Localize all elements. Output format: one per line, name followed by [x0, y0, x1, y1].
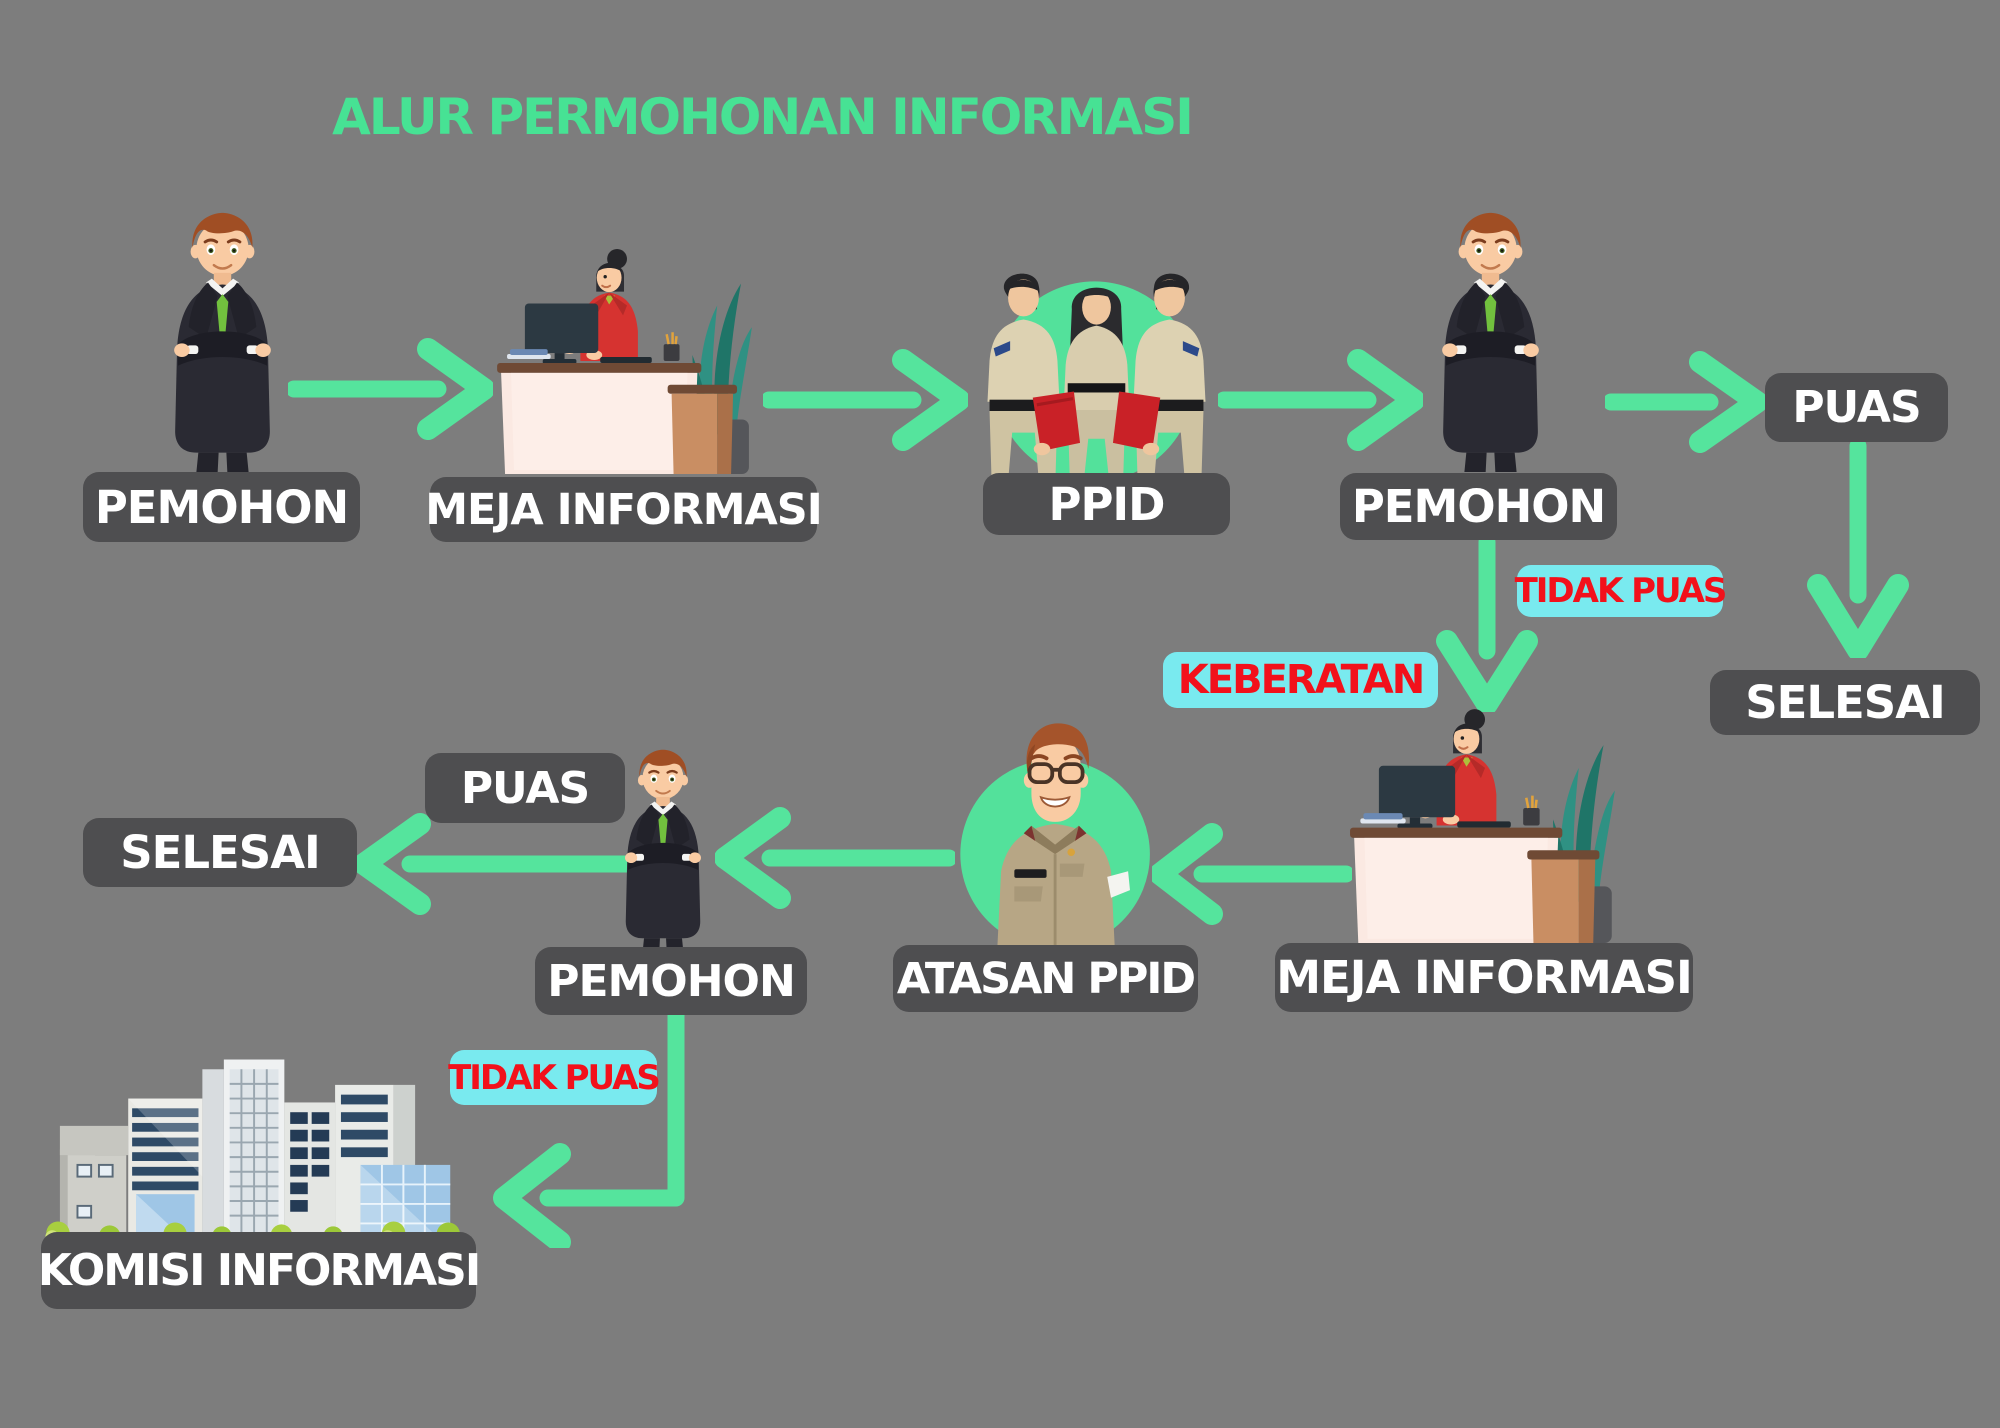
- meja-informasi-1-illustration: [497, 248, 752, 474]
- arrow-pemohon1-to-meja1-icon: [288, 338, 493, 440]
- node-meja-informasi-2-label: MEJA INFORMASI: [1276, 951, 1693, 1004]
- node-selesai-1: SELESAI: [1710, 670, 1980, 735]
- arrow-pemohon3-to-selesai2-icon: [355, 813, 645, 915]
- node-pemohon-2: PEMOHON: [1340, 473, 1617, 540]
- node-selesai-2: SELESAI: [83, 818, 357, 887]
- arrow-pemohon2-to-meja2-icon: [1436, 536, 1538, 712]
- node-ppid: PPID: [983, 473, 1230, 535]
- node-komisi-informasi: KOMISI INFORMASI: [38, 1232, 481, 1309]
- node-pemohon-1-label: PEMOHON: [94, 480, 349, 534]
- ppid-group-illustration: [987, 273, 1206, 482]
- node-puas-1-label: PUAS: [1792, 382, 1921, 433]
- atasan-ppid-illustration: [960, 723, 1150, 949]
- arrow-puas-to-selesai-icon: [1807, 440, 1909, 658]
- node-selesai-1-label: SELESAI: [1745, 676, 1946, 729]
- node-meja-informasi-1: MEJA INFORMASI: [425, 477, 823, 542]
- tag-tidak-puas-1-label: TIDAK PUAS: [1514, 571, 1728, 611]
- node-puas-2-label: PUAS: [460, 762, 590, 814]
- node-meja-informasi-2: MEJA INFORMASI: [1275, 943, 1693, 1012]
- node-pemohon-1: PEMOHON: [83, 472, 360, 542]
- pemohon-2-illustration: [1442, 212, 1539, 472]
- node-selesai-2-label: SELESAI: [120, 826, 321, 879]
- tag-tidak-puas-2-label: TIDAK PUAS: [448, 1057, 661, 1098]
- node-pemohon-3-label: PEMOHON: [547, 955, 796, 1007]
- node-komisi-informasi-label: KOMISI INFORMASI: [37, 1245, 481, 1296]
- arrow-atasan-to-pemohon3-icon: [715, 807, 955, 909]
- node-meja-informasi-1-label: MEJA INFORMASI: [425, 484, 822, 535]
- meja-informasi-2-illustration: [1350, 709, 1615, 943]
- node-pemohon-3: PEMOHON: [535, 947, 807, 1015]
- node-puas-2: PUAS: [425, 753, 625, 823]
- node-atasan-ppid: ATASAN PPID: [893, 945, 1198, 1012]
- arrow-meja2-to-atasan-icon: [1152, 823, 1352, 925]
- tag-keberatan-label: KEBERATAN: [1177, 657, 1425, 703]
- arrow-pemohon2-to-puas-icon: [1605, 351, 1765, 453]
- arrow-pemohon3-to-komisi-icon: [493, 1008, 685, 1248]
- node-atasan-ppid-label: ATASAN PPID: [896, 953, 1196, 1004]
- pemohon-1-illustration: [174, 212, 271, 472]
- tag-keberatan: KEBERATAN: [1163, 652, 1438, 708]
- node-ppid-label: PPID: [1048, 477, 1165, 531]
- pemohon-3-illustration: [625, 749, 701, 954]
- tag-tidak-puas-2: TIDAK PUAS: [448, 1050, 661, 1105]
- arrow-meja1-to-ppid-icon: [763, 349, 968, 451]
- node-puas-1: PUAS: [1765, 373, 1948, 442]
- node-pemohon-2-label: PEMOHON: [1351, 480, 1606, 533]
- arrow-ppid-to-pemohon2-icon: [1218, 349, 1423, 451]
- page-title: ALUR PERMOHONAN INFORMASI: [332, 88, 1194, 146]
- tag-tidak-puas-1: TIDAK PUAS: [1514, 565, 1728, 617]
